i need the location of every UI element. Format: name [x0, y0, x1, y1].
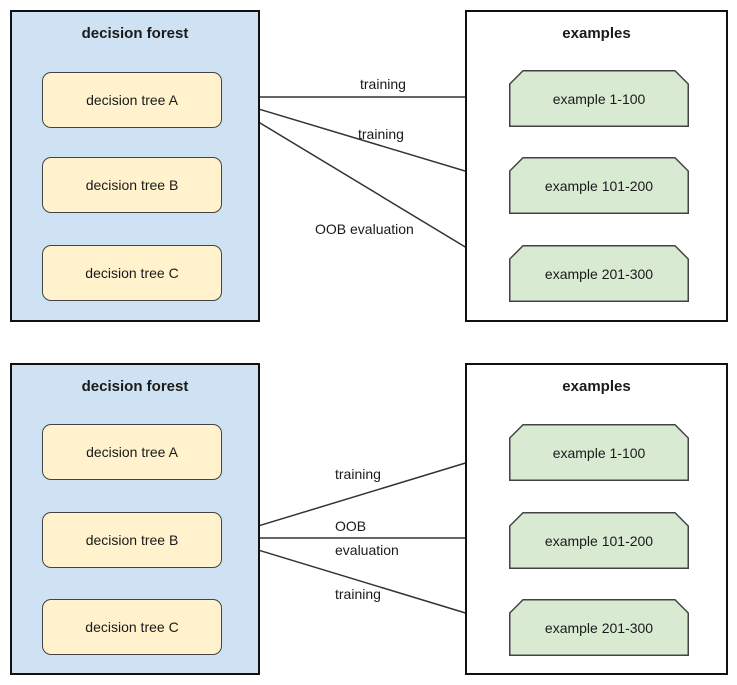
forest-box: decision forest decision tree A decision…	[10, 363, 260, 675]
example-node-label: example 1-100	[552, 444, 646, 461]
example-node-2: example 101-200	[509, 512, 689, 569]
arrow-label-training-2: training	[335, 586, 381, 602]
tree-node-b: decision tree B	[42, 157, 222, 213]
forest-title: decision forest	[81, 378, 189, 395]
arrow-label-oob-evaluation: OOB evaluation	[335, 514, 399, 562]
arrow-label-training-1: training	[335, 466, 381, 482]
tree-node-c: decision tree C	[42, 245, 222, 301]
tree-node-label: decision tree A	[86, 444, 178, 460]
example-node-3: example 201-300	[509, 245, 689, 302]
example-node-1: example 1-100	[509, 424, 689, 481]
tree-node-label: decision tree B	[85, 177, 179, 193]
arrow-label-training-1: training	[360, 76, 406, 92]
examples-box: examples example 1-100 example 101-200 e…	[465, 10, 728, 322]
examples-title: examples	[562, 25, 631, 42]
tree-node-a: decision tree A	[42, 424, 222, 480]
tree-node-label: decision tree C	[85, 619, 179, 635]
tree-node-label: decision tree C	[85, 265, 179, 281]
forest-title: decision forest	[81, 25, 189, 42]
example-node-2: example 101-200	[509, 157, 689, 214]
examples-box: examples example 1-100 example 101-200 e…	[465, 363, 728, 675]
tree-node-c: decision tree C	[42, 599, 222, 655]
examples-title: examples	[562, 378, 631, 395]
tree-node-label: decision tree A	[86, 92, 178, 108]
example-node-3: example 201-300	[509, 599, 689, 656]
tree-node-a: decision tree A	[42, 72, 222, 128]
example-node-label: example 101-200	[544, 177, 654, 194]
example-node-label: example 201-300	[544, 619, 654, 636]
example-node-label: example 1-100	[552, 90, 646, 107]
tree-node-label: decision tree B	[85, 532, 179, 548]
arrow-label-oob-line2: evaluation	[335, 542, 399, 558]
example-node-1: example 1-100	[509, 70, 689, 127]
forest-box: decision forest decision tree A decision…	[10, 10, 260, 322]
example-node-label: example 101-200	[544, 532, 654, 549]
tree-node-b: decision tree B	[42, 512, 222, 568]
arrow-label-oob-evaluation: OOB evaluation	[315, 221, 414, 237]
arrow-label-oob-line1: OOB	[335, 518, 367, 534]
example-node-label: example 201-300	[544, 265, 654, 282]
arrow-label-training-2: training	[358, 126, 404, 142]
